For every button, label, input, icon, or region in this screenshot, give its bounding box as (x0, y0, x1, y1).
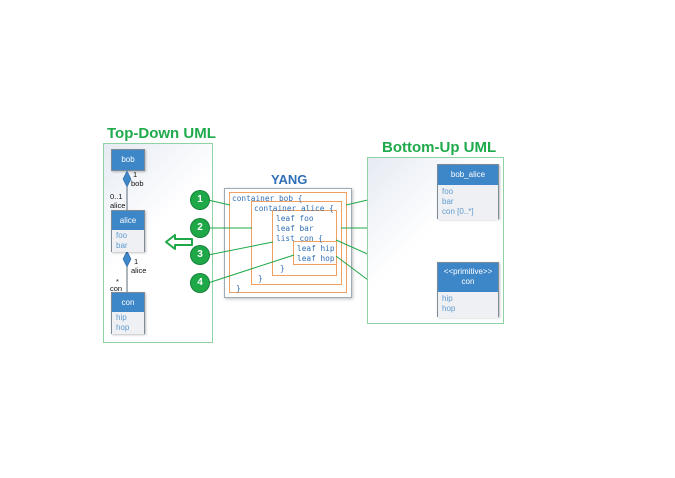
role-label: alice (110, 201, 126, 210)
role-label: con (110, 284, 123, 293)
yang-title: YANG (271, 172, 308, 187)
class-name: con (112, 293, 144, 312)
multiplicity-label: 0..1 (110, 192, 123, 201)
yang-line: leaf hop (297, 254, 335, 263)
top-down-associations (122, 170, 132, 292)
arrow-left-icon (165, 234, 193, 250)
multiplicity-label: * (116, 277, 119, 286)
yang-line: leaf hip (297, 244, 335, 253)
top-down-heading: Top-Down UML (107, 125, 216, 142)
yang-line: leaf bar (276, 224, 314, 233)
class-attribute: hip (116, 313, 127, 322)
class-stereotype: <<primitive>> (443, 267, 493, 276)
role-label: alice (131, 266, 147, 275)
yang-line: list con { (276, 234, 323, 243)
uml-class-con-primitive: <<primitive>> con hip hop (437, 262, 499, 318)
multiplicity-label: 1 (134, 257, 139, 266)
class-attribute: hop (442, 304, 456, 313)
yang-line: } (258, 274, 263, 283)
class-attribute: foo (116, 231, 128, 240)
yang-line: } (280, 264, 285, 273)
mapping-marker: 4 (191, 274, 209, 292)
class-name: con (461, 277, 475, 286)
scope-box-bob (229, 192, 347, 293)
multiplicity-label: 1 (133, 170, 138, 179)
class-attribute: bar (442, 197, 454, 206)
scope-box-leaves (293, 241, 337, 265)
yang-line: container alice { (254, 204, 334, 213)
yang-line: container bob { (232, 194, 303, 203)
role-label: bob (131, 179, 144, 188)
class-attribute: bar (116, 241, 128, 250)
composition-diamond-icon (122, 170, 132, 188)
mapping-marker: 1 (191, 191, 209, 209)
composition-diamond-icon (122, 250, 132, 268)
uml-class-bob: bob (111, 149, 145, 171)
class-attribute: foo (442, 187, 454, 196)
uml-class-con: con hip hop (111, 292, 145, 334)
class-attribute: con [0..*] (442, 207, 474, 216)
class-name: bob_alice (438, 165, 498, 185)
yang-line: leaf foo (276, 214, 314, 223)
uml-class-bob-alice: bob_alice foo bar con [0..*] (437, 164, 499, 220)
class-name: bob (112, 150, 144, 170)
yang-panel (224, 188, 352, 298)
mapping-marker: 3 (191, 246, 209, 264)
class-name: alice (112, 211, 144, 230)
yang-line: } (236, 284, 241, 293)
class-attribute: hip (442, 294, 453, 303)
bottom-up-heading: Bottom-Up UML (382, 139, 497, 156)
class-attribute: hop (116, 323, 130, 332)
scope-box-alice (251, 201, 342, 285)
mapping-marker: 2 (191, 219, 209, 237)
uml-class-alice: alice foo bar (111, 210, 145, 252)
